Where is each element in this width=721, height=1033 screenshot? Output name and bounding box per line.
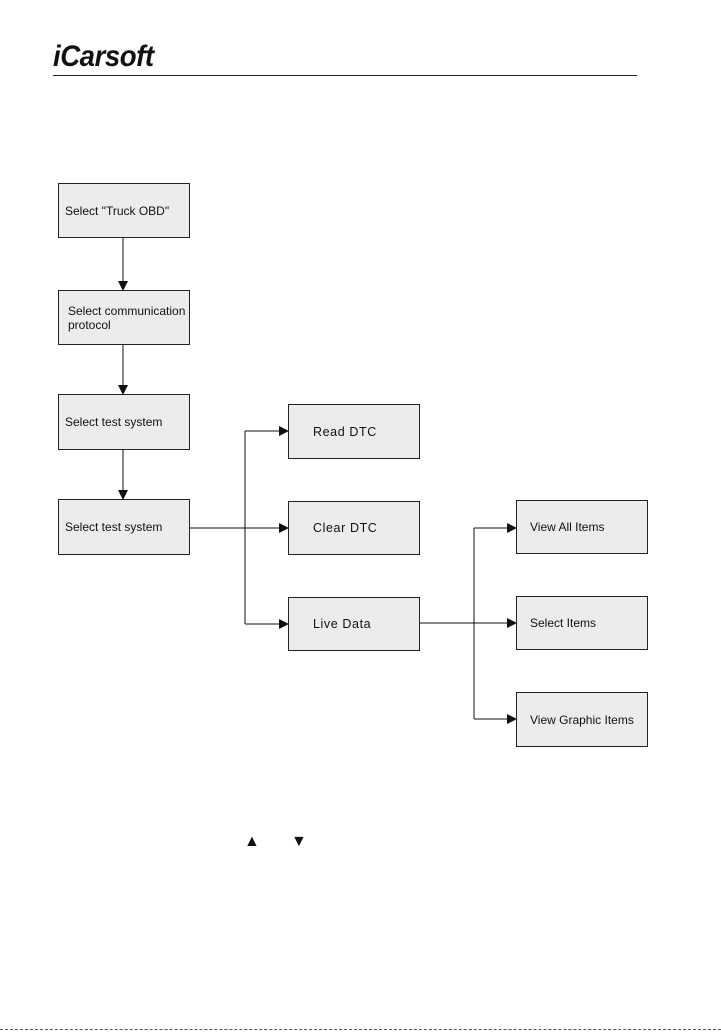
step-view-graphic-items: View Graphic Items xyxy=(516,692,648,747)
step-clear-dtc: Clear DTC xyxy=(288,501,420,555)
step-select-test-system-2: Select test system xyxy=(58,499,190,555)
footer-rule xyxy=(0,1029,721,1030)
step-select-items: Select Items xyxy=(516,596,648,650)
step-select-protocol: Select communication protocol xyxy=(58,290,190,345)
step-label: Read DTC xyxy=(313,425,377,439)
step-label: Select communication protocol xyxy=(68,304,189,332)
step-label: Clear DTC xyxy=(313,521,377,535)
up-arrow-icon: ▲ xyxy=(244,833,260,851)
step-label: View All Items xyxy=(530,520,604,534)
step-read-dtc: Read DTC xyxy=(288,404,420,459)
step-label: View Graphic Items xyxy=(530,713,634,727)
nav-arrows: ▲ ▼ xyxy=(244,833,314,851)
step-label: Live Data xyxy=(313,617,371,631)
down-arrow-icon: ▼ xyxy=(291,833,307,851)
step-select-truck-obd: Select "Truck OBD" xyxy=(58,183,190,238)
step-label: Select Items xyxy=(530,616,596,630)
step-live-data: Live Data xyxy=(288,597,420,651)
step-select-test-system-1: Select test system xyxy=(58,394,190,450)
step-label: Select test system xyxy=(65,415,162,429)
step-view-all-items: View All Items xyxy=(516,500,648,554)
step-label: Select "Truck OBD" xyxy=(65,204,169,218)
step-label: Select test system xyxy=(65,520,162,534)
